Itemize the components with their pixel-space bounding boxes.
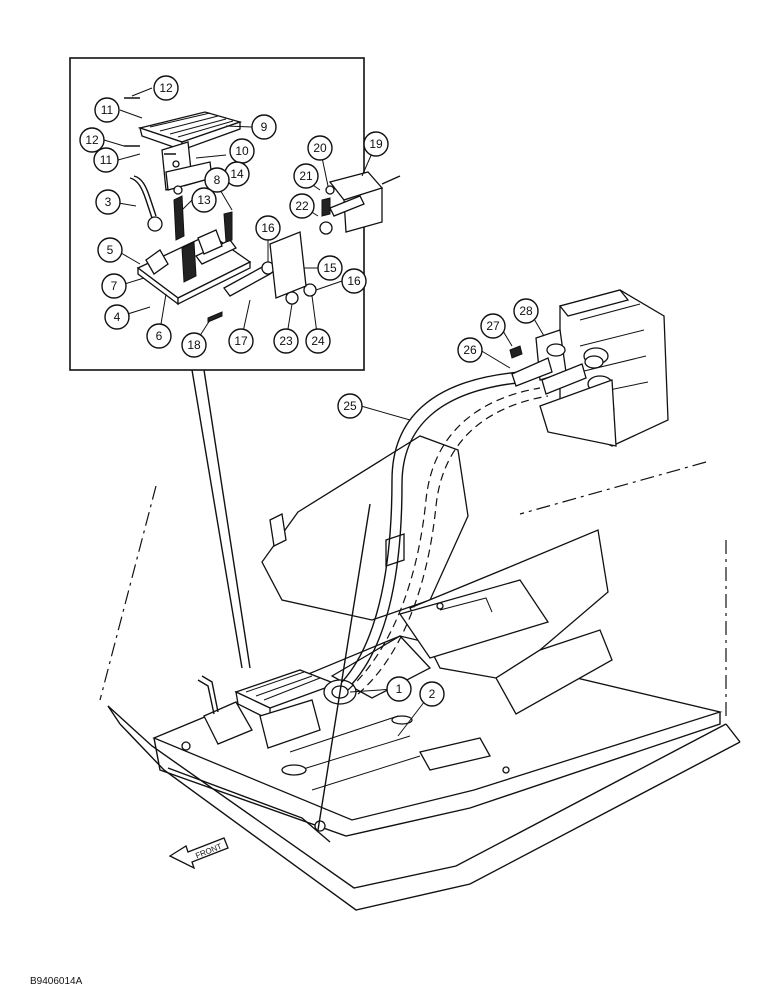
callout-12a: 12 xyxy=(153,75,179,101)
callout-26: 26 xyxy=(457,337,483,363)
svg-text:21: 21 xyxy=(299,169,313,183)
svg-text:12: 12 xyxy=(159,81,173,95)
machine-frame xyxy=(99,289,741,911)
floor-plate-part xyxy=(152,635,723,843)
svg-text:11: 11 xyxy=(100,153,113,167)
pedal-part xyxy=(137,111,243,151)
callout-11b: 11 xyxy=(93,147,119,173)
callout-12b: 12 xyxy=(79,127,105,153)
seat-cowl-part xyxy=(261,435,469,621)
svg-text:6: 6 xyxy=(156,329,163,343)
callout-13: 13 xyxy=(191,187,217,213)
svg-text:28: 28 xyxy=(519,304,533,318)
callout-22: 22 xyxy=(289,193,315,219)
callout-24: 24 xyxy=(305,328,331,354)
callout-2: 2 xyxy=(419,681,445,707)
svg-text:17: 17 xyxy=(234,334,248,348)
base-plate-part xyxy=(136,229,252,306)
callout-25: 25 xyxy=(337,393,363,419)
svg-text:11: 11 xyxy=(101,103,114,117)
callout-7: 7 xyxy=(101,273,127,299)
callout-3: 3 xyxy=(95,189,121,215)
lever-part xyxy=(129,177,153,219)
svg-text:15: 15 xyxy=(323,261,337,275)
callout-1: 1 xyxy=(386,676,412,702)
svg-text:23: 23 xyxy=(279,334,293,348)
side-bracket-part xyxy=(269,231,307,299)
callout-28: 28 xyxy=(513,298,539,324)
svg-text:16: 16 xyxy=(261,221,275,235)
callout-6: 6 xyxy=(146,323,172,349)
svg-text:10: 10 xyxy=(235,144,249,158)
callout-16b: 16 xyxy=(341,268,367,294)
seat-box-part xyxy=(330,529,613,715)
callout-20: 20 xyxy=(307,135,333,161)
svg-text:14: 14 xyxy=(230,167,244,181)
svg-text:3: 3 xyxy=(105,195,112,209)
callout-10: 10 xyxy=(229,138,255,164)
svg-text:25: 25 xyxy=(343,399,357,413)
svg-text:22: 22 xyxy=(295,199,309,213)
front-arrow: FRONT xyxy=(168,837,229,870)
callout-14: 14 xyxy=(224,161,250,187)
callout-5: 5 xyxy=(97,237,123,263)
inset-pointer-line xyxy=(191,369,243,669)
callout-4: 4 xyxy=(104,304,130,330)
callout-18: 18 xyxy=(181,332,207,358)
cable-mount-part xyxy=(319,171,401,235)
pedal-assembly-main xyxy=(197,669,357,749)
callout-11a: 11 xyxy=(94,97,120,123)
svg-text:9: 9 xyxy=(261,120,268,134)
svg-text:16: 16 xyxy=(347,274,361,288)
callout-8: 8 xyxy=(204,167,230,193)
control-valve-part xyxy=(509,289,669,447)
figure-code: B9406014A xyxy=(30,976,83,987)
svg-text:1: 1 xyxy=(396,682,403,696)
callout-9: 9 xyxy=(251,114,277,140)
control-cable-part xyxy=(341,371,549,695)
svg-text:2: 2 xyxy=(429,687,436,701)
callout-17: 17 xyxy=(228,328,254,354)
svg-text:13: 13 xyxy=(197,193,211,207)
svg-text:24: 24 xyxy=(311,334,325,348)
svg-text:7: 7 xyxy=(111,279,118,293)
svg-text:27: 27 xyxy=(486,319,500,333)
svg-text:19: 19 xyxy=(369,137,383,151)
svg-text:18: 18 xyxy=(187,338,201,352)
callout-16a: 16 xyxy=(255,215,281,241)
callout-23: 23 xyxy=(273,328,299,354)
svg-text:20: 20 xyxy=(313,141,327,155)
callout-15: 15 xyxy=(317,255,343,281)
svg-text:4: 4 xyxy=(114,310,121,324)
svg-text:26: 26 xyxy=(463,343,477,357)
callout-21: 21 xyxy=(293,163,319,189)
callout-27: 27 xyxy=(480,313,506,339)
callout-19: 19 xyxy=(363,131,389,157)
svg-text:12: 12 xyxy=(85,133,99,147)
svg-text:8: 8 xyxy=(214,173,221,187)
svg-text:5: 5 xyxy=(107,243,114,257)
